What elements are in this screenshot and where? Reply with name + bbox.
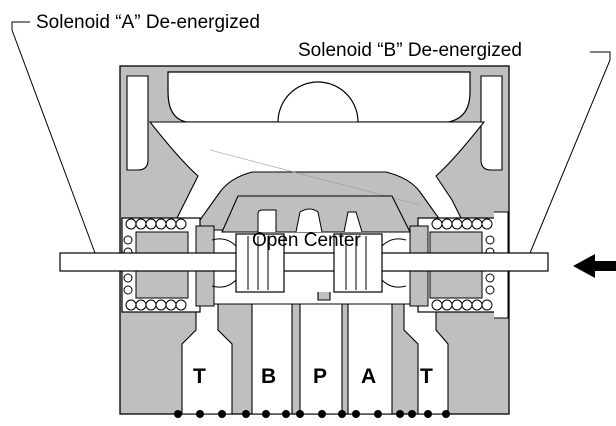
solenoid-a-label: Solenoid “A” De-energized bbox=[36, 12, 260, 33]
left-arrow-icon bbox=[573, 254, 616, 278]
bore-lands bbox=[257, 208, 363, 233]
upper-dome bbox=[277, 81, 359, 123]
solenoid-a-callout bbox=[11, 21, 96, 254]
seal-dots bbox=[174, 410, 450, 418]
solenoid-b-callout bbox=[529, 51, 611, 254]
port-passages bbox=[181, 292, 449, 415]
port-label-b: B bbox=[261, 365, 276, 388]
right-top-recess bbox=[480, 75, 503, 171]
left-top-recess bbox=[126, 75, 149, 171]
port-label-t-left: T bbox=[193, 365, 206, 388]
open-center-label: Open Center bbox=[252, 230, 361, 251]
port-label-a: A bbox=[361, 365, 376, 388]
port-label-p: P bbox=[313, 365, 327, 388]
spool bbox=[59, 233, 549, 293]
transfer-passage bbox=[148, 121, 486, 221]
solenoid-b-label: Solenoid “B” De-energized bbox=[298, 40, 522, 61]
port-label-t-right: T bbox=[420, 365, 433, 388]
right-spring bbox=[431, 218, 495, 311]
